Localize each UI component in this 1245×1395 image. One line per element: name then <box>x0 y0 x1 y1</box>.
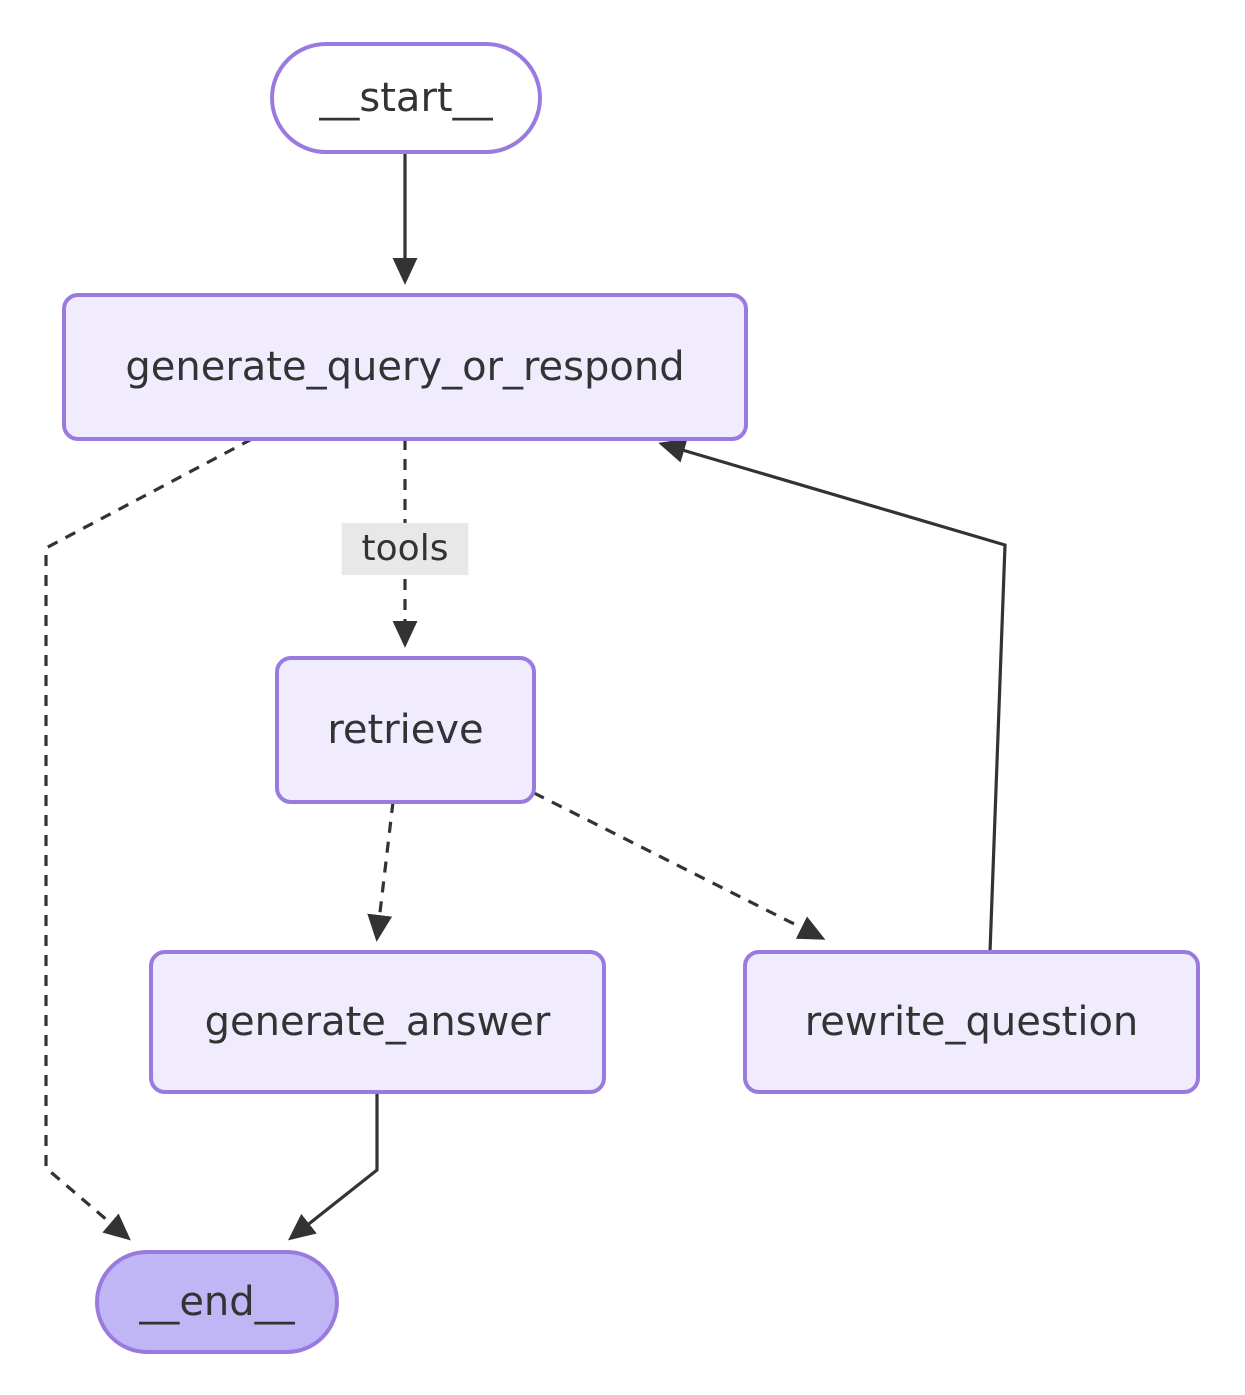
node-retrieve[interactable]: retrieve <box>275 656 536 804</box>
node-end[interactable]: __end__ <box>95 1250 339 1354</box>
nodes-layer: __start__ generate_query_or_respondretrie… <box>62 42 1200 1354</box>
edges-layer <box>44 152 1007 1241</box>
edge-generate_answer-to-end <box>287 1092 379 1241</box>
edge-labels-layer: tools <box>341 522 469 576</box>
node-generate_answer[interactable]: generate_answer <box>149 950 606 1094</box>
node-shape-retrieve[interactable] <box>275 656 536 804</box>
node-shape-end[interactable] <box>95 1250 339 1354</box>
node-shape-generate_query_or_respond[interactable] <box>62 293 748 441</box>
edge-rewrite_question-to-generate_query_or_respond <box>658 438 1007 953</box>
edge-retrieve-to-generate_answer <box>367 801 395 942</box>
edge-label-text: tools <box>362 528 449 569</box>
node-shape-rewrite_question[interactable] <box>743 950 1200 1094</box>
node-shape-start[interactable] <box>270 42 542 154</box>
node-generate_query_or_respond[interactable]: generate_query_or_respond <box>62 293 748 441</box>
edge-label-tools: tools <box>341 522 469 576</box>
edge-generate_query_or_respond-to-end <box>44 437 253 1241</box>
node-rewrite_question[interactable]: rewrite_question <box>743 950 1200 1094</box>
node-start[interactable]: __start__ <box>270 42 542 154</box>
edge-retrieve-to-rewrite_question <box>533 791 826 940</box>
node-shape-generate_answer[interactable] <box>149 950 606 1094</box>
